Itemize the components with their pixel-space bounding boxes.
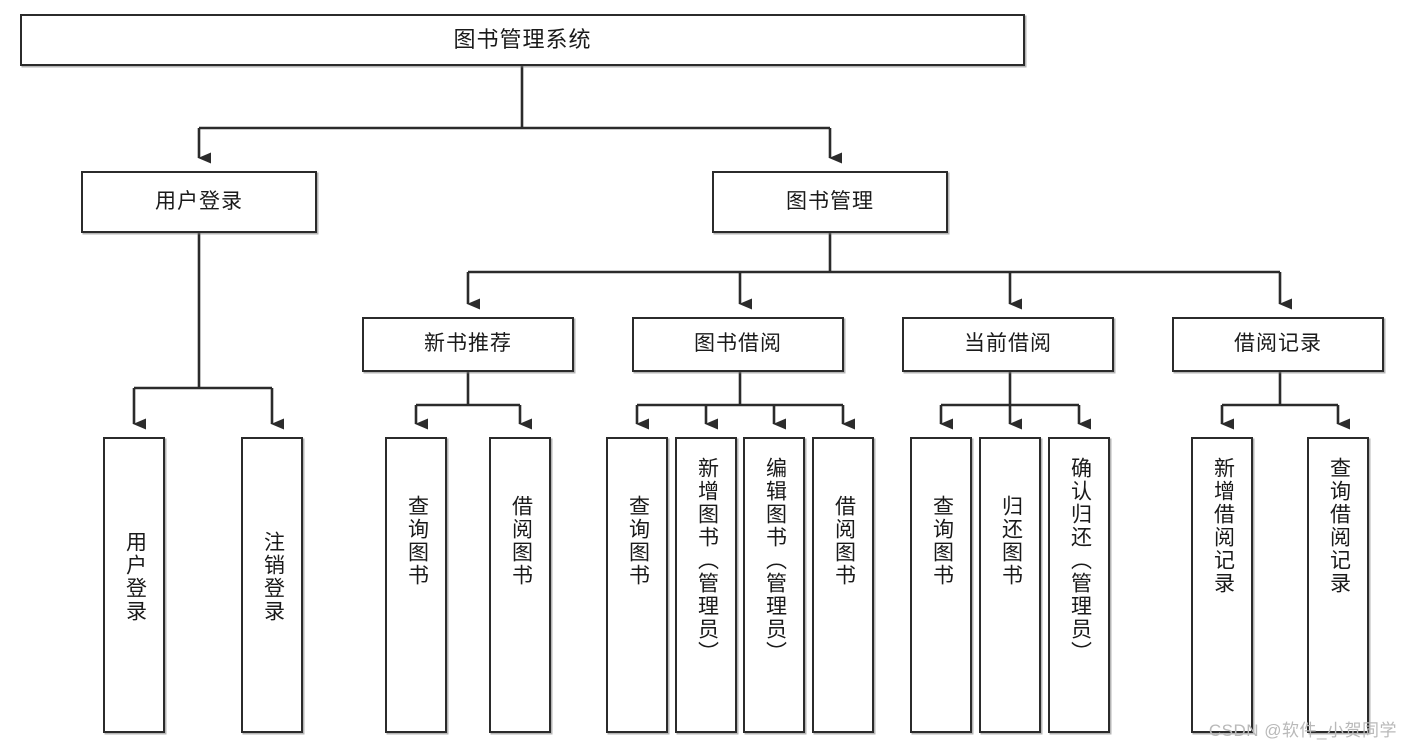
leaf-current-query-book[interactable]: 查询图书 (910, 437, 972, 733)
node-root-label: 图书管理系统 (453, 27, 592, 53)
connectors-newbook-to-leaves (414, 372, 532, 430)
node-current-borrow[interactable]: 当前借阅 (902, 317, 1114, 372)
node-new-book-recommend[interactable]: 新书推荐 (362, 317, 574, 372)
leaf-record-add-borrow-record[interactable]: 新增借阅记录 (1191, 437, 1253, 733)
leaf-logout[interactable]: 注销登录 (241, 437, 303, 733)
node-borrow-record[interactable]: 借阅记录 (1172, 317, 1384, 372)
node-borrow-record-label: 借阅记录 (1234, 332, 1322, 356)
leaf-logout-label: 注销登录 (261, 531, 285, 623)
connectors-bookborrow-to-leaves (635, 372, 855, 430)
leaf-current-confirm-return-admin[interactable]: 确认归还（管理员） (1048, 437, 1110, 733)
leaf-borrow-edit-book-admin[interactable]: 编辑图书（管理员） (743, 437, 805, 733)
leaf-recommend-borrow-book[interactable]: 借阅图书 (489, 437, 551, 733)
leaf-borrow-borrow-book-label: 借阅图书 (832, 495, 856, 587)
leaf-current-return-book[interactable]: 归还图书 (979, 437, 1041, 733)
connectors-bookmgmt-to-level3 (466, 233, 1292, 310)
leaf-record-query-borrow-record[interactable]: 查询借阅记录 (1307, 437, 1369, 733)
connectors-userlogin-to-leaves (132, 233, 284, 430)
leaf-borrow-add-book-admin[interactable]: 新增图书（管理员） (675, 437, 737, 733)
node-user-login-label: 用户登录 (155, 189, 243, 213)
node-new-book-recommend-label: 新书推荐 (424, 332, 512, 356)
leaf-current-return-book-label: 归还图书 (999, 495, 1023, 587)
node-book-borrow[interactable]: 图书借阅 (632, 317, 844, 372)
leaf-user-login[interactable]: 用户登录 (103, 437, 165, 733)
leaf-recommend-query-book-label: 查询图书 (405, 495, 429, 587)
node-root-system[interactable]: 图书管理系统 (20, 14, 1025, 66)
leaf-recommend-borrow-book-label: 借阅图书 (509, 495, 533, 587)
connectors-root-to-level2 (197, 66, 842, 164)
leaf-recommend-query-book[interactable]: 查询图书 (385, 437, 447, 733)
node-book-management-label: 图书管理 (786, 189, 874, 213)
leaf-current-query-book-label: 查询图书 (930, 495, 954, 587)
node-book-management[interactable]: 图书管理 (712, 171, 948, 233)
leaf-borrow-edit-book-admin-label: 编辑图书（管理员） (763, 457, 787, 664)
node-current-borrow-label: 当前借阅 (964, 332, 1052, 356)
leaf-user-login-label: 用户登录 (123, 531, 147, 623)
connectors-borrowrecord-to-leaves (1220, 372, 1350, 430)
leaf-borrow-query-book[interactable]: 查询图书 (606, 437, 668, 733)
csdn-watermark: CSDN @软件_小贺同学 (1208, 721, 1397, 740)
node-book-borrow-label: 图书借阅 (694, 332, 782, 356)
leaf-borrow-query-book-label: 查询图书 (626, 495, 650, 587)
connectors-currentborrow-to-leaves (939, 372, 1091, 430)
leaf-current-confirm-return-admin-label: 确认归还（管理员） (1068, 457, 1092, 664)
leaf-record-add-borrow-record-label: 新增借阅记录 (1211, 457, 1235, 595)
leaf-record-query-borrow-record-label: 查询借阅记录 (1327, 457, 1351, 595)
leaf-borrow-add-book-admin-label: 新增图书（管理员） (695, 457, 719, 664)
node-user-login[interactable]: 用户登录 (81, 171, 317, 233)
leaf-borrow-borrow-book[interactable]: 借阅图书 (812, 437, 874, 733)
